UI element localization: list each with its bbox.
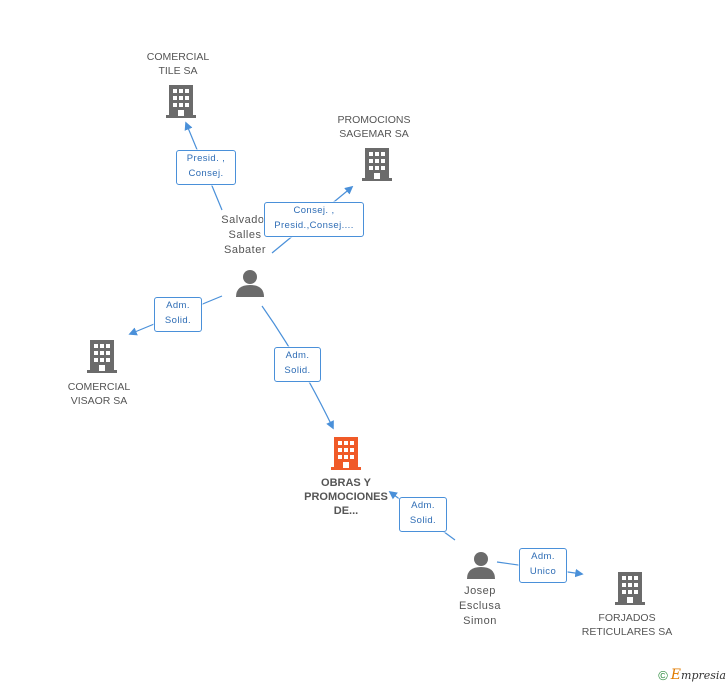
- edge-label-salvador-sagemar: Consej. , Presid.,Consej....: [264, 202, 364, 237]
- person-icon-josep[interactable]: [467, 552, 495, 579]
- building-icon-obras-focus[interactable]: [331, 437, 361, 470]
- edge-label-salvador-obras: Adm. Solid.: [274, 347, 321, 382]
- node-label-obras[interactable]: OBRAS Y PROMOCIONES DE...: [304, 477, 388, 517]
- edge-label-josep-obras: Adm. Solid.: [399, 497, 447, 532]
- building-icon-comercial-tile[interactable]: [166, 85, 196, 118]
- node-label-comercial-tile[interactable]: COMERCIAL TILE SA: [146, 51, 210, 77]
- node-label-josep[interactable]: Josep Esclusa Simon: [458, 585, 502, 627]
- edge-label-salvador-visaor: Adm. Solid.: [154, 297, 202, 332]
- node-label-forjados[interactable]: FORJADOS RETICULARES SA: [581, 612, 673, 638]
- brand-name: Empresia: [671, 667, 726, 683]
- building-icon-comercial-visaor[interactable]: [87, 340, 117, 373]
- node-label-promocions-sagemar[interactable]: PROMOCIONS SAGEMAR SA: [337, 114, 411, 140]
- edge-label-salvador-tile: Presid. , Consej.: [176, 150, 236, 185]
- node-label-salvador[interactable]: Salvador Salles Sabater: [221, 214, 269, 256]
- building-icon-promocions-sagemar[interactable]: [362, 148, 392, 181]
- brand-watermark: © Empresia: [658, 667, 726, 683]
- brand-name-rest: mpresia: [681, 669, 726, 682]
- person-icon-salvador[interactable]: [236, 270, 264, 297]
- brand-first-letter: E: [670, 667, 682, 683]
- building-icon-forjados[interactable]: [615, 572, 645, 605]
- copyright-symbol: ©: [658, 667, 668, 683]
- edge-label-josep-forjados: Adm. Unico: [519, 548, 567, 583]
- node-label-comercial-visaor[interactable]: COMERCIAL VISAOR SA: [67, 381, 131, 407]
